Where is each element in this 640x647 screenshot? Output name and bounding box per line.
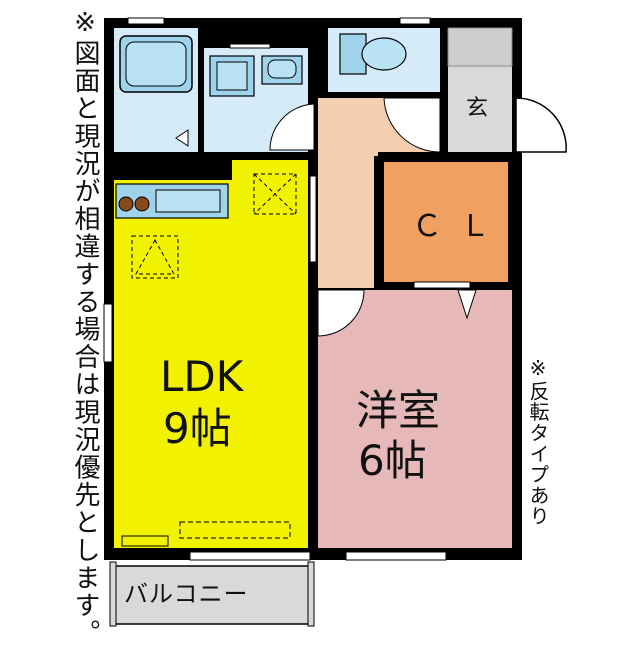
balcony-rail — [109, 561, 117, 627]
window — [229, 43, 271, 49]
window — [345, 551, 447, 561]
kitchen-sink — [155, 189, 221, 213]
closet-door-marker — [457, 289, 477, 320]
window — [309, 175, 317, 263]
storage-hatch — [253, 173, 297, 215]
front-door-swing — [515, 97, 567, 153]
refrigerator-mark — [135, 238, 175, 275]
stove-burner — [134, 196, 150, 212]
western-room-size: 6帖 — [358, 436, 427, 485]
wash-basin-bowl — [267, 59, 297, 79]
balcony-area — [113, 565, 311, 625]
hallway — [318, 98, 440, 288]
disclaimer-note: ※図面と現況が相違する場合は現況優先とします。 — [70, 8, 100, 647]
door-swing — [317, 289, 365, 337]
closet-label: ＣＬ — [412, 209, 508, 244]
window — [189, 551, 311, 561]
door-swing — [269, 103, 315, 151]
western-room-name: 洋室 — [356, 386, 441, 435]
ldk-room-name: LDK — [160, 352, 244, 401]
closet-area — [384, 162, 508, 282]
refrigerator-space — [131, 235, 179, 279]
ldk-area — [114, 160, 308, 548]
storage-hatch-cross — [253, 173, 297, 215]
window — [399, 17, 431, 25]
door-swing — [383, 97, 441, 153]
balcony-label: バルコニー — [124, 580, 249, 608]
bath-door-marker — [175, 129, 189, 147]
toilet-bowl — [361, 37, 407, 71]
stove-burner — [118, 196, 134, 212]
window — [413, 281, 471, 289]
balcony-rail — [307, 561, 315, 627]
reversed-type-note: ※反転タイプあり — [526, 356, 550, 527]
floor-storage — [179, 521, 291, 539]
window — [103, 303, 113, 363]
window — [127, 17, 165, 25]
washing-machine-inner — [216, 61, 248, 91]
bathtub-inner — [125, 41, 187, 87]
entrance-label: 玄 — [466, 96, 489, 121]
ldk-room-size: 9帖 — [163, 404, 232, 453]
entrance-step — [447, 27, 513, 67]
air-conditioner — [121, 535, 169, 547]
western-room-area — [318, 290, 512, 548]
